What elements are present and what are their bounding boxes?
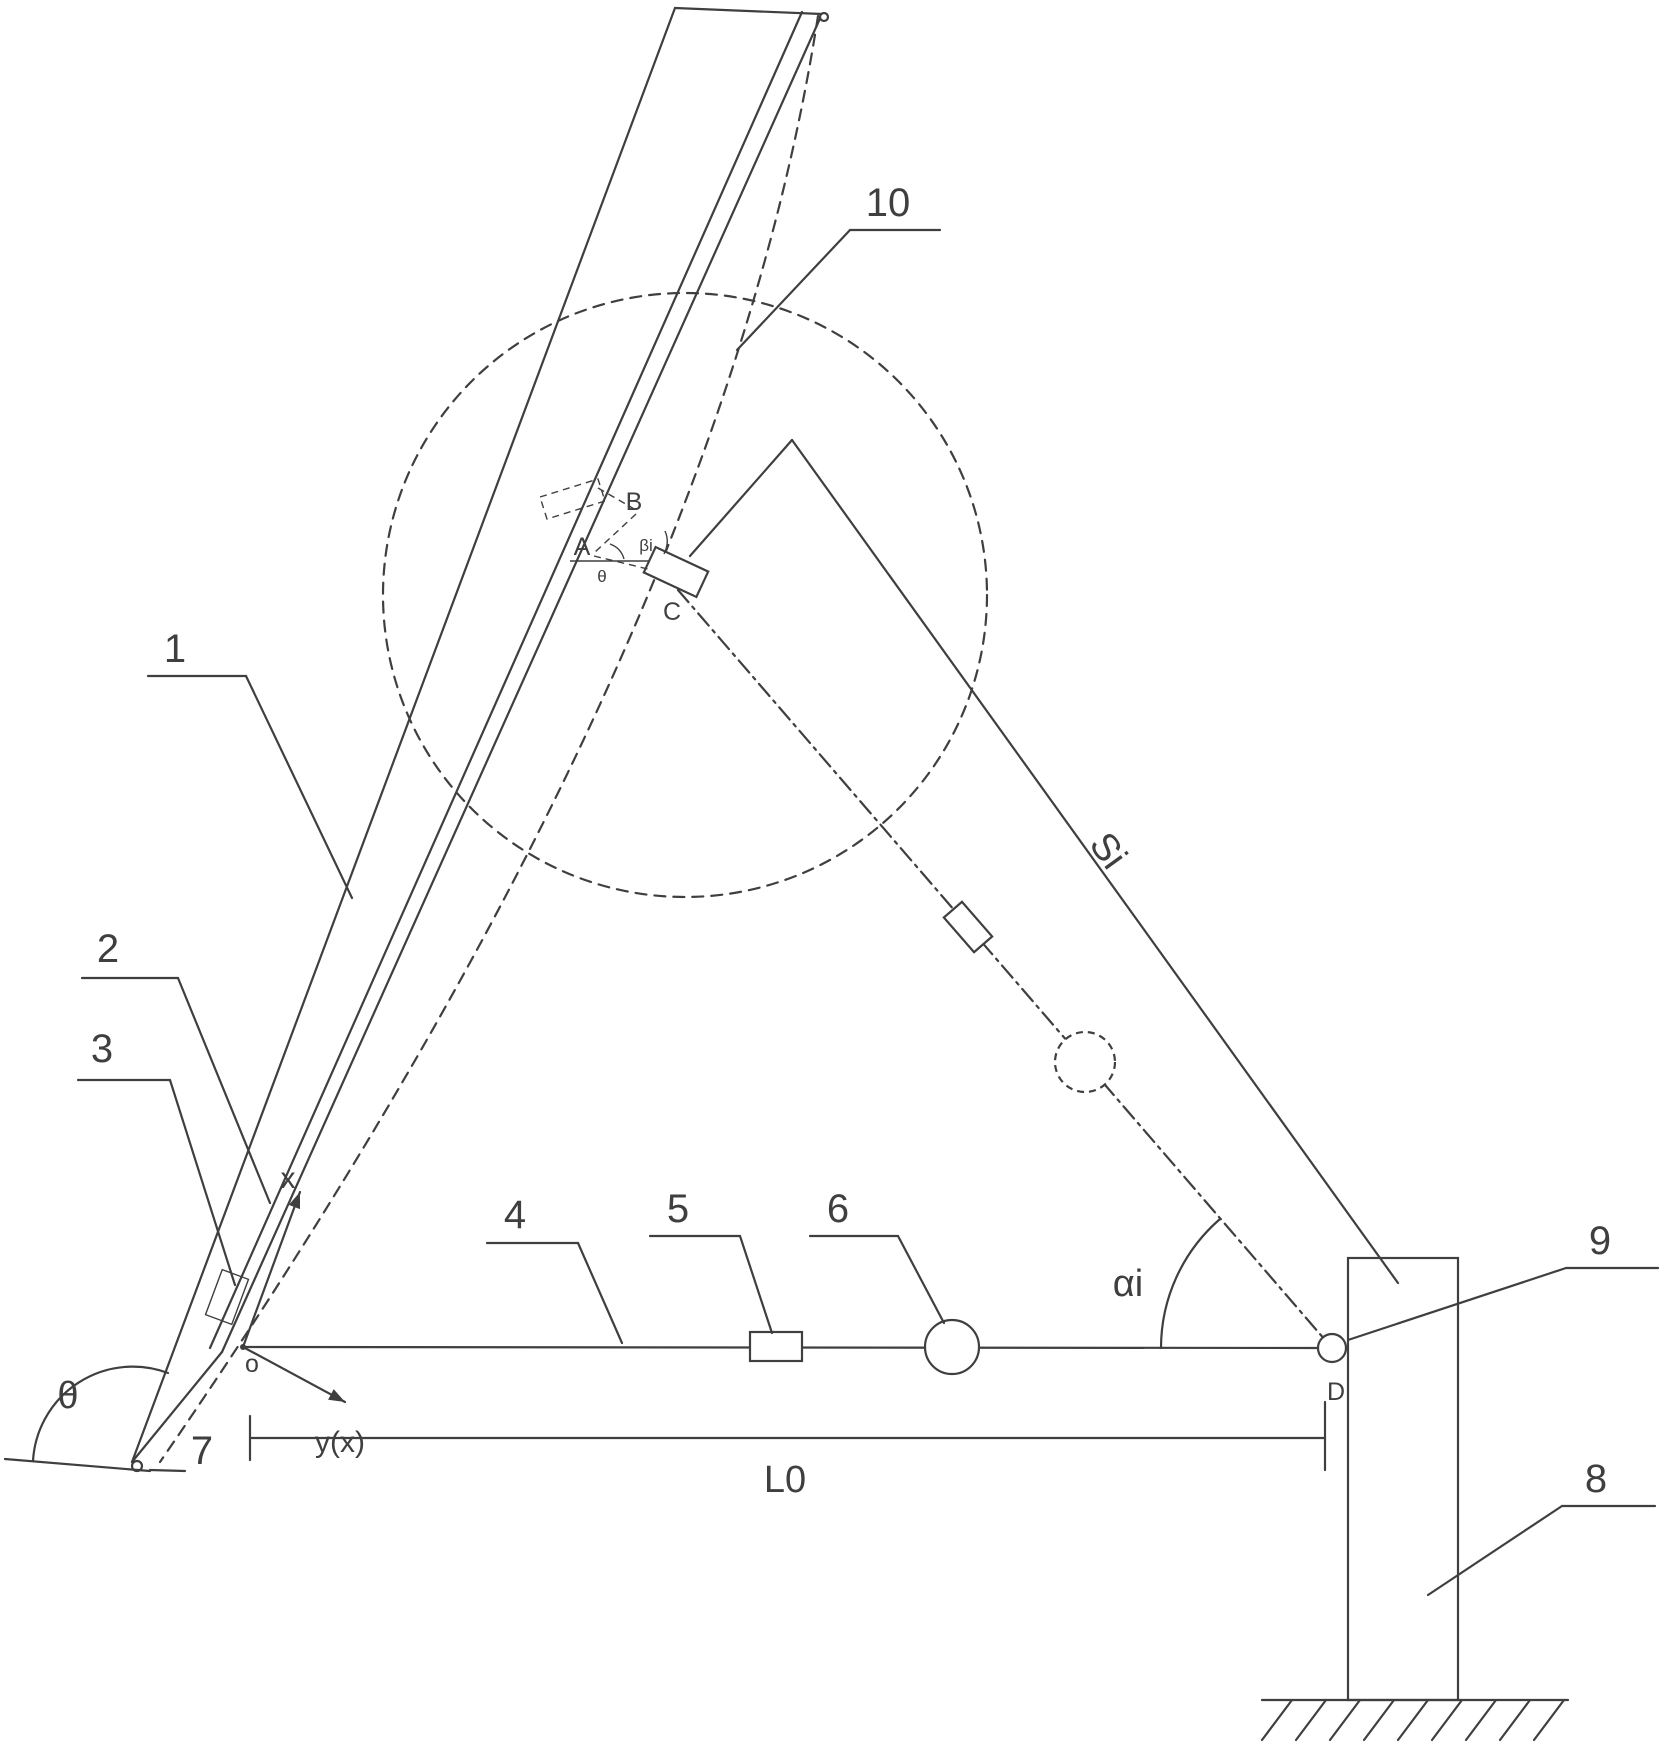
actuator-joint-circle [1053,1030,1117,1094]
coordinate-axes [240,1190,347,1404]
construction-b-to-a [593,513,637,554]
leader-3 [168,1078,237,1287]
beta-arc [663,530,668,555]
geometry-construction [539,478,668,571]
label-base-l0: L0 [764,1459,806,1501]
leader-8 [1426,1504,1564,1597]
label-part-7: 7 [191,1429,213,1473]
link-wheel-6 [923,1318,981,1376]
label-beta-i: βi [639,536,653,555]
leader-2 [176,976,272,1205]
y-axis-line [241,1345,347,1404]
label-x-axis: x [281,1162,296,1195]
y-axis-arrowhead [328,1389,345,1402]
construction-a-to-c [593,555,653,571]
crank-block-c [642,545,710,599]
x-axis-arrowhead [288,1192,300,1210]
leader-6 [896,1234,946,1325]
label-point-c: C [663,598,681,626]
turnbuckle-block [942,900,994,954]
label-origin: o [245,1350,259,1378]
leader-5 [738,1234,774,1335]
post-rectangle [1346,1256,1460,1702]
label-point-b: B [626,488,643,516]
label-part-3: 3 [91,1027,113,1071]
leader-10 [735,228,852,352]
label-part-2: 2 [97,927,119,971]
label-point-d: D [1327,1378,1345,1406]
label-theta-small: θ [597,567,606,586]
leader-7 [148,1468,187,1473]
panel-top-edge [673,6,824,16]
theta-small-arc [609,543,625,560]
label-strut-si: Si [1081,825,1135,877]
leader-4 [576,1241,624,1345]
label-part-5: 5 [667,1187,689,1231]
leader-lines [76,228,1660,1597]
crank-arm [688,438,794,558]
label-part-4: 4 [504,1193,526,1237]
label-point-a: A [574,533,591,561]
construction-link-b [597,487,637,511]
panel-bottom-edge [130,1350,224,1464]
label-y-axis: y(x) [315,1426,365,1459]
strut [688,438,1400,1285]
label-alpha-i: αi [1113,1263,1143,1305]
actuator-axis [676,588,1334,1350]
hinge-d-circle [1316,1332,1348,1364]
support-post [1260,1256,1570,1742]
link-block-5 [748,1330,804,1363]
theta-angle-arc [31,1365,170,1463]
figure-labels: 1 2 3 4 5 6 7 8 9 10 θ αi βi θ Si L0 x y… [57,181,1611,1501]
x-axis-line [241,1190,302,1349]
panel-rail-line [208,10,804,1350]
label-theta: θ [57,1375,78,1417]
actuator-centerline [676,588,1334,1350]
tilt-angle-construction [3,1365,170,1473]
trajectory-circle [381,291,989,899]
label-part-8: 8 [1585,1457,1607,1501]
panel-right-edge [220,12,824,1354]
leader-9 [1346,1266,1568,1342]
label-part-6: 6 [827,1187,849,1231]
panel-alt-position-dashed [158,14,820,1464]
panel-left-edge [130,6,677,1464]
construction-box-dashed [539,478,606,520]
base-link [204,1268,1348,1376]
l0-dimension [248,1400,1327,1472]
label-part-1: 1 [164,627,186,671]
strut-line-si [790,438,1400,1285]
panel-top-pin [818,11,830,23]
label-part-10: 10 [866,181,911,225]
panel-slider-3 [204,1268,250,1326]
panel-outline [130,6,830,1473]
left-ground-reference-line [3,1457,152,1473]
alpha-angle-arc [1159,1217,1222,1350]
ground-hatching [1260,1698,1566,1742]
leader-1 [244,674,354,900]
label-part-9: 9 [1589,1219,1611,1263]
